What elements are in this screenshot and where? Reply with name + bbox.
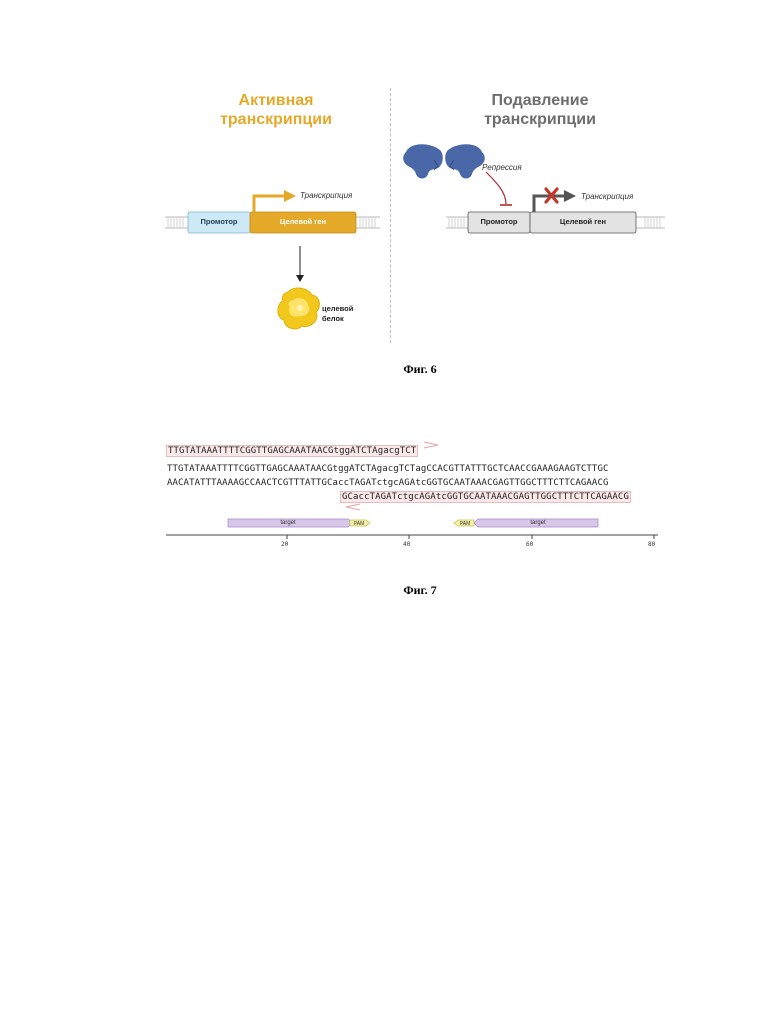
top-primer-arrow: [420, 440, 450, 450]
pam-label-right: PAM: [456, 521, 474, 527]
bottom-primer-arrow: [338, 502, 368, 512]
transcription-label-active: Транскрипция: [300, 191, 352, 200]
fig7-caption: Фиг. 7: [340, 583, 500, 598]
repression-label: Репрессия: [482, 163, 522, 172]
tick-label: 60: [526, 541, 533, 548]
seq-top-highlight: TTGTATAAATTTTCGGTTGAGCAAATAACGtggATCTAga…: [166, 445, 418, 457]
target-protein-icon: [278, 288, 320, 329]
repress-title-line1: Подавление: [460, 91, 620, 110]
active-diagram: [160, 180, 390, 340]
seq-line1: TTGTATAAATTTTCGGTTGAGCAAATAACGtggATCTAga…: [167, 464, 608, 474]
fig6-caption: Фиг. 6: [340, 362, 500, 377]
active-title: Активная транскрипции: [196, 91, 356, 129]
target-gene-label-repress: Целевой ген: [530, 217, 636, 226]
transcription-arrow-active: [254, 196, 286, 212]
seq-line2: AACATATTTAAAAGCCAACTCGTTTATTGCaccTAGATct…: [167, 478, 608, 488]
protein-label-line2: белок: [322, 314, 353, 324]
active-title-line2: транскрипции: [196, 110, 356, 129]
active-title-line1: Активная: [196, 91, 356, 110]
fig6: Активная транскрипции Подавление транскр…: [0, 0, 780, 380]
divider-line: [390, 88, 391, 343]
target-gene-label-active: Целевой ген: [250, 217, 356, 226]
target-label-left: target: [258, 520, 318, 526]
promoter-label-active: Промотор: [188, 217, 250, 226]
transcription-label-repress: Транскрипция: [581, 192, 633, 201]
tick-label: 80: [648, 541, 655, 548]
repress-title-line2: транскрипции: [460, 110, 620, 129]
repression-arrow: [486, 172, 506, 204]
ruler: [160, 532, 670, 546]
protein-label-line1: целевой: [322, 304, 353, 314]
repress-title: Подавление транскрипции: [460, 91, 620, 129]
seq-bottom-highlight: GCaccTAGATctgcAGAtcGGTGCAATAAACGAGTTGGCT…: [340, 491, 631, 503]
target-label-right: target: [508, 520, 568, 526]
promoter-label-repress: Промотор: [468, 217, 530, 226]
repressor-protein-icon: [403, 144, 485, 178]
feature-track: [160, 515, 670, 533]
pam-label-left: PAM: [350, 521, 368, 527]
protein-label: целевой белок: [322, 304, 353, 324]
tick-label: 20: [281, 541, 288, 548]
tick-label: 40: [403, 541, 410, 548]
fig7: TTGTATAAATTTTCGGTTGAGCAAATAACGtggATCTAga…: [0, 430, 780, 610]
